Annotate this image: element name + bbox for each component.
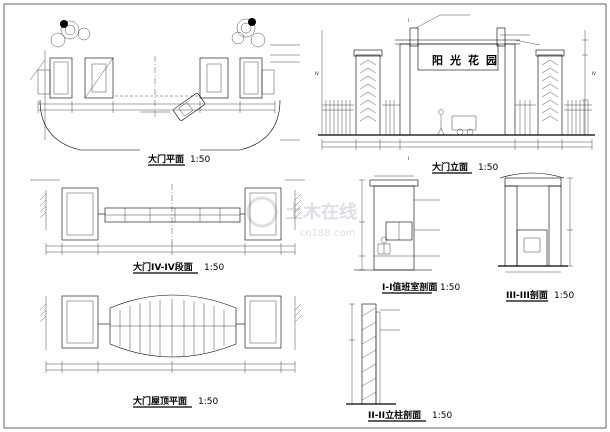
- elevation-view: 阳 光 花 园: [315, 14, 596, 174]
- roof-plan-scale: 1:50: [198, 397, 218, 407]
- section-iii-view: III-III剖面 1:50: [498, 172, 574, 302]
- section-mark-iv-right: IV: [592, 71, 596, 76]
- section-mark-iv-left: IV: [315, 71, 319, 76]
- plan-scale: 1:50: [190, 155, 210, 165]
- watermark-brand: 土木在线: [285, 201, 357, 223]
- elevation-scale: 1:50: [478, 163, 498, 173]
- elevation-title: 大门立面: [432, 161, 468, 173]
- car-symbol: [173, 93, 205, 121]
- section-ii-title: II-II立柱剖面: [368, 409, 421, 421]
- watermark: 土木在线 co188.com: [246, 196, 357, 239]
- signboard-char-2: 光: [449, 53, 461, 67]
- sheet-border: [3, 3, 607, 429]
- signboard-char-4: 园: [486, 54, 497, 67]
- section-iii-scale: 1:50: [554, 291, 574, 301]
- signboard-char-1: 阳: [432, 53, 443, 67]
- section-i-view: I-I值班室剖面 1:50: [354, 175, 460, 294]
- signboard: 阳 光 花 园: [432, 53, 497, 67]
- fence: [322, 100, 592, 135]
- section-iv-view: 大门IV-IV段面 1:50: [30, 179, 305, 274]
- section-iv-scale: 1:50: [204, 263, 224, 273]
- plan-title: 大门平面: [148, 153, 184, 165]
- roof-plan-title: 大门屋顶平面: [133, 395, 187, 407]
- section-mark-i-bottom: I: [408, 156, 409, 161]
- section-mark-i-top: I: [408, 18, 409, 23]
- watermark-url: co188.com: [300, 228, 355, 239]
- plan-view: 大门平面 1:50: [29, 18, 300, 166]
- tree-symbol: [50, 18, 266, 48]
- section-ii-scale: 1:50: [432, 411, 452, 421]
- section-i-title: I-I值班室剖面: [382, 281, 437, 293]
- roof-plan-view: 大门屋顶平面 1:50: [39, 294, 302, 408]
- people-symbol: [437, 109, 477, 136]
- signboard-char-3: 花: [468, 53, 479, 67]
- section-iv-title: 大门IV-IV段面: [133, 261, 193, 273]
- section-ii-view: II-II立柱剖面 1:50: [346, 303, 452, 422]
- section-iii-title: III-III剖面: [506, 289, 548, 301]
- section-i-scale: 1:50: [440, 283, 460, 293]
